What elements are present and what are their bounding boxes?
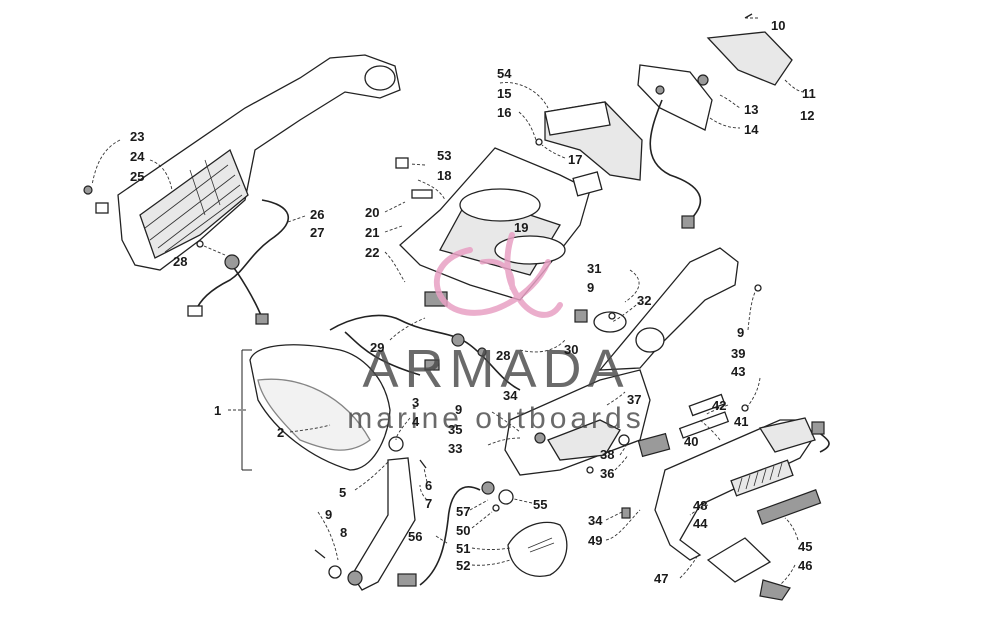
plate-part xyxy=(411,189,433,199)
callout-label: 33 xyxy=(448,441,462,456)
callout-label: 19 xyxy=(514,220,528,235)
callout-label: 17 xyxy=(568,152,582,167)
callout-label: 12 xyxy=(800,108,814,123)
callout-label: 21 xyxy=(365,225,379,240)
wiring-harness-left xyxy=(194,199,290,313)
grab-handle-part xyxy=(574,247,739,371)
tail-light-assembly-part xyxy=(637,13,793,131)
lever-arm-part xyxy=(314,436,427,591)
callout-label: 9 xyxy=(737,325,744,340)
callout-label: 35 xyxy=(448,422,462,437)
callout-label: 25 xyxy=(130,169,144,184)
grommet-part xyxy=(224,254,240,270)
callout-label: 42 xyxy=(712,398,726,413)
rear-rack-part xyxy=(399,147,603,301)
callout-label: 11 xyxy=(802,86,816,101)
callout-label: 4 xyxy=(412,414,420,429)
callout-label: 3 xyxy=(412,395,419,410)
callout-label: 9 xyxy=(455,402,462,417)
callout-label: 1 xyxy=(214,403,221,418)
callout-label: 40 xyxy=(684,434,698,449)
callout-label: 41 xyxy=(734,414,748,429)
callout-label: 43 xyxy=(731,364,745,379)
callout-label: 26 xyxy=(310,207,324,222)
tail-light-wire xyxy=(649,99,702,221)
callout-label: 9 xyxy=(587,280,594,295)
callout-label: 30 xyxy=(564,342,578,357)
callout-label: 52 xyxy=(456,558,470,573)
callout-label: 16 xyxy=(497,105,511,120)
callout-label: 20 xyxy=(365,205,379,220)
callout-label: 29 xyxy=(370,340,384,355)
callout-labels: 10 11 12 13 14 54 15 16 17 23 24 25 53 1… xyxy=(130,18,816,586)
callout-label: 32 xyxy=(637,293,651,308)
callout-label: 22 xyxy=(365,245,379,260)
right-handle-assembly-part xyxy=(637,393,822,561)
mounting-bracket-part xyxy=(535,101,643,181)
callout-label: 7 xyxy=(425,496,432,511)
callout-label: 45 xyxy=(798,539,812,554)
callout-label: 6 xyxy=(425,478,432,493)
callout-label: 24 xyxy=(130,149,145,164)
callout-label: 14 xyxy=(744,122,759,137)
callout-label: 48 xyxy=(693,498,707,513)
callout-label: 39 xyxy=(731,346,745,361)
callout-label: 49 xyxy=(588,533,602,548)
callout-label: 38 xyxy=(600,447,614,462)
armada-logo-mark xyxy=(433,232,563,318)
callout-label: 15 xyxy=(497,86,511,101)
seat-part xyxy=(249,344,391,471)
decal-part xyxy=(395,157,409,169)
callout-label: 46 xyxy=(798,558,812,573)
watermark-brand-text: ARMADA xyxy=(362,339,629,399)
callout-label: 23 xyxy=(130,129,144,144)
callout-label: 54 xyxy=(497,66,512,81)
callout-label: 44 xyxy=(693,516,708,531)
center-wiring-harness xyxy=(329,314,521,391)
callout-label: 10 xyxy=(771,18,785,33)
callout-label: 28 xyxy=(173,254,187,269)
callout-label: 57 xyxy=(456,504,470,519)
callout-label: 28 xyxy=(496,348,510,363)
callout-label: 8 xyxy=(340,525,347,540)
callout-label: 31 xyxy=(587,261,601,276)
connector-part xyxy=(255,313,269,325)
callout-label: 27 xyxy=(310,225,324,240)
watermark-tagline-text: marine outboards xyxy=(347,402,644,435)
callout-label: 47 xyxy=(654,571,668,586)
connector-part xyxy=(187,305,203,317)
callout-label: 34 xyxy=(588,513,603,528)
callout-label: 5 xyxy=(339,485,346,500)
callout-label: 50 xyxy=(456,523,470,538)
callout-label: 36 xyxy=(600,466,614,481)
seat-frame-part xyxy=(504,369,651,476)
callout-label: 34 xyxy=(503,388,518,403)
footrest-part xyxy=(706,537,772,583)
callout-label: 37 xyxy=(627,392,641,407)
clip-part xyxy=(759,579,791,601)
callout-leader-lines xyxy=(91,17,806,586)
left-side-rail-part xyxy=(83,54,401,271)
callout-label: 51 xyxy=(456,541,470,556)
callout-label: 2 xyxy=(277,425,284,440)
callout-label: 55 xyxy=(533,497,547,512)
callout-label: 53 xyxy=(437,148,451,163)
callout-label: 56 xyxy=(408,529,422,544)
callout-label: 9 xyxy=(325,507,332,522)
throttle-cable xyxy=(419,486,481,586)
callout-label: 13 xyxy=(744,102,758,117)
callout-label: 18 xyxy=(437,168,451,183)
